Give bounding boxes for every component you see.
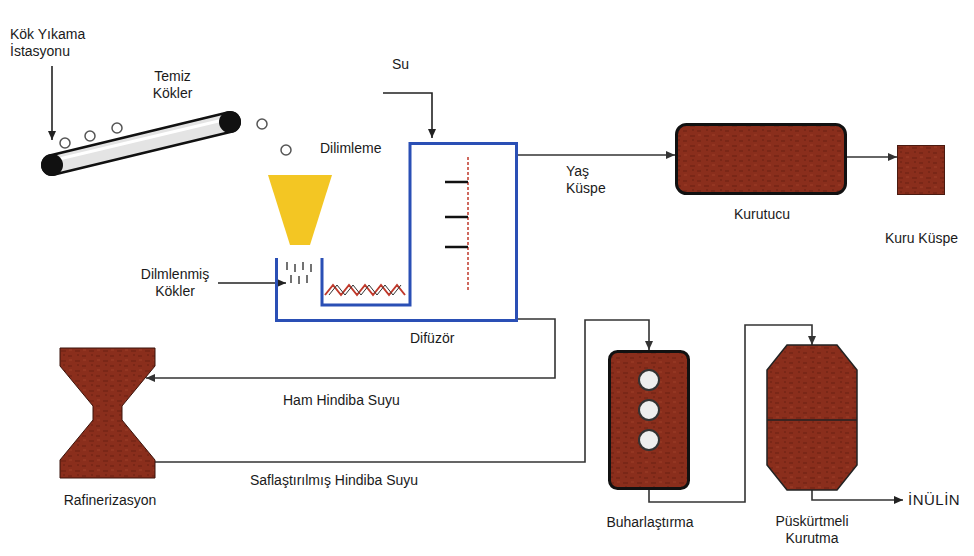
flow-arrow — [518, 154, 675, 156]
evaporator-column: Buharlaştırma — [590, 347, 710, 537]
falling-roots — [257, 119, 291, 155]
label-holder: Yaş Küspe — [566, 163, 621, 197]
flow-arrow — [155, 320, 649, 462]
water-label: Su — [392, 56, 422, 73]
label-holder: Ham Hindiba Suyu — [283, 392, 483, 409]
slicer-hopper: Dilimleme — [262, 135, 407, 250]
label-holder: Kök Yıkama İstasyonu — [10, 26, 108, 60]
dryer-box-shape — [675, 123, 847, 195]
sliced-roots-label: Dilmlenmiş Kökler — [135, 266, 215, 300]
node-caption: Kuru Küspe — [874, 230, 969, 247]
station-label: Kök Yıkama İstasyonu — [10, 26, 108, 60]
label-holder: Su — [392, 56, 422, 73]
node-caption: Kurutucu — [722, 206, 802, 223]
node-caption: Buharlaştırma — [595, 514, 705, 531]
flow-arrow — [847, 156, 897, 158]
dry-pulp-block-shape — [897, 145, 945, 195]
flow-label: Saflaştırılmış Hindiba Suyu — [250, 472, 510, 489]
diffuser-vessel-shape — [275, 142, 518, 322]
dry-pulp-block: Kuru Küspe — [872, 142, 972, 249]
node-caption: Difüzör — [410, 330, 490, 347]
conveyor-belt-shape — [35, 100, 250, 185]
product-label: İNÜLİN — [908, 491, 970, 508]
node-caption: Dilimleme — [320, 140, 400, 157]
label-holder: İNÜLİN — [908, 491, 970, 508]
flow-label: Yaş Küspe — [566, 163, 621, 197]
water-inlet-arrow — [383, 93, 432, 138]
refining-unit-shape — [60, 348, 155, 478]
node-caption: Temiz Kökler — [135, 68, 210, 102]
label-holder: Dilmlenmiş Kökler — [135, 266, 215, 300]
inulin-outlet-arrow — [812, 490, 903, 500]
diffuser-vessel: Difüzör — [270, 138, 525, 353]
wash-station-arrow — [52, 66, 53, 140]
refining-unit: Rafinerizasyon — [40, 345, 180, 515]
slicer-hopper-shape — [268, 175, 332, 245]
node-caption: Rafinerizasyon — [45, 492, 175, 509]
evaporator-column-shape — [608, 350, 690, 490]
dryer-box: Kurutucu — [672, 120, 850, 230]
node-caption: Püskürtmeli Kurutma — [757, 513, 867, 547]
flow-label: Ham Hindiba Suyu — [283, 392, 483, 409]
conveyor-belt: Temiz Kökler — [35, 60, 250, 185]
spray-dryer: Püskürtmeli Kurutma — [745, 342, 880, 554]
label-holder: Saflaştırılmış Hindiba Suyu — [250, 472, 510, 489]
flow-arrow — [146, 319, 555, 378]
spray-dryer-shape — [767, 345, 857, 490]
